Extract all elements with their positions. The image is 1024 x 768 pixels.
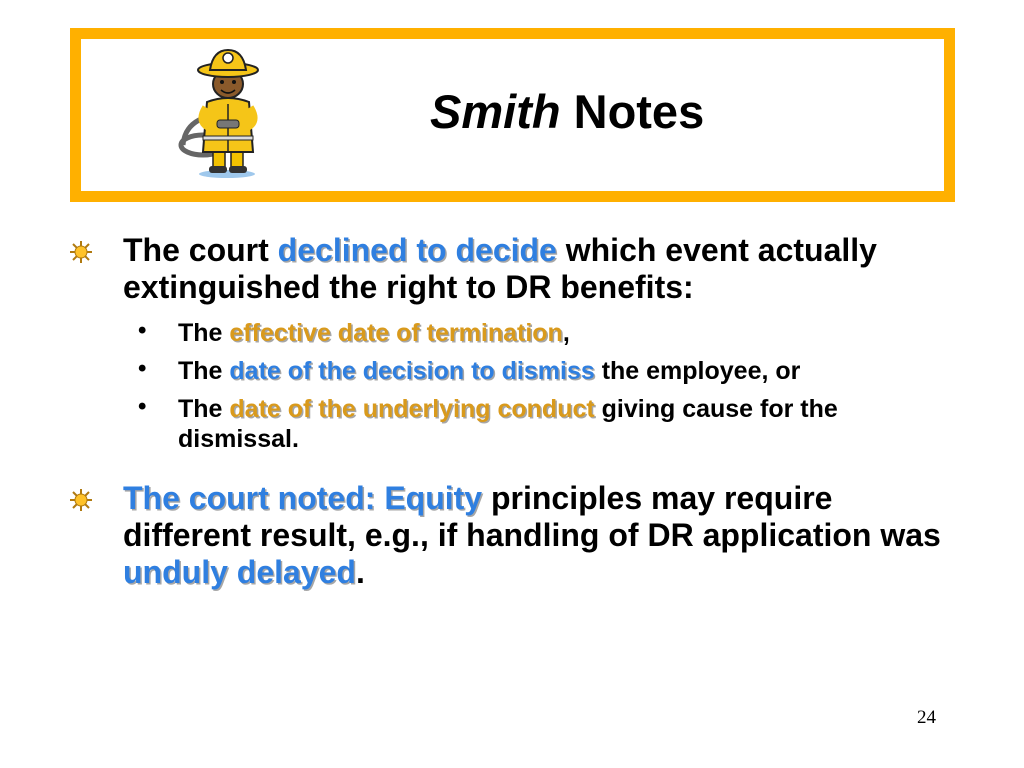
bullet-2-highlight-2: unduly delayed — [123, 554, 356, 590]
title-rest: Notes — [560, 85, 705, 138]
bullet-1-post: which event actually extinguished the ri… — [123, 232, 877, 305]
bullet-1-pre: The court — [123, 232, 278, 268]
firefighter-cartoon-icon — [178, 48, 259, 178]
sub-bullet-3-post: giving cause for the dismissal. — [178, 395, 838, 453]
sub-bullet-3-pre: The — [178, 395, 230, 423]
sub-bullet-3: • The date of the underlying conduct giv… — [70, 394, 950, 454]
bullet-1-highlight: declined to decide — [277, 232, 557, 268]
sub-bullet-2-pre: The — [178, 357, 230, 385]
sub-bullet-2: • The date of the decision to dismiss th… — [70, 356, 950, 386]
sub-bullet-dot: • — [138, 355, 147, 382]
sub-bullet-1-post: , — [562, 319, 570, 347]
slide-body: The court declined to decide which event… — [70, 232, 950, 591]
sub-bullet-1-pre: The — [178, 319, 230, 347]
sub-bullet-3-highlight: date of the underlying conduct — [229, 395, 595, 423]
sun-bullet-icon — [70, 489, 92, 511]
bullet-2: The court noted: Equity principles may r… — [70, 480, 950, 591]
sub-bullet-1-highlight: effective date of termination — [229, 319, 563, 347]
sub-bullet-1: • The effective date of termination, — [70, 318, 950, 348]
bullet-1: The court declined to decide which event… — [70, 232, 950, 306]
sub-bullet-2-highlight: date of the decision to dismiss — [229, 357, 595, 385]
title-italic: Smith — [430, 85, 561, 138]
sub-bullet-2-post: the employee, or — [594, 357, 801, 385]
slide-title: Smith Notes — [430, 88, 704, 135]
sub-bullet-dot: • — [138, 393, 147, 420]
bullet-2-mid: principles may require different result,… — [123, 480, 941, 553]
bullet-2-post: . — [355, 554, 365, 590]
sub-bullet-dot: • — [138, 317, 147, 344]
page-number: 24 — [917, 707, 936, 728]
bullet-2-highlight-1: The court noted: Equity — [123, 480, 483, 516]
sun-bullet-icon — [70, 241, 92, 263]
